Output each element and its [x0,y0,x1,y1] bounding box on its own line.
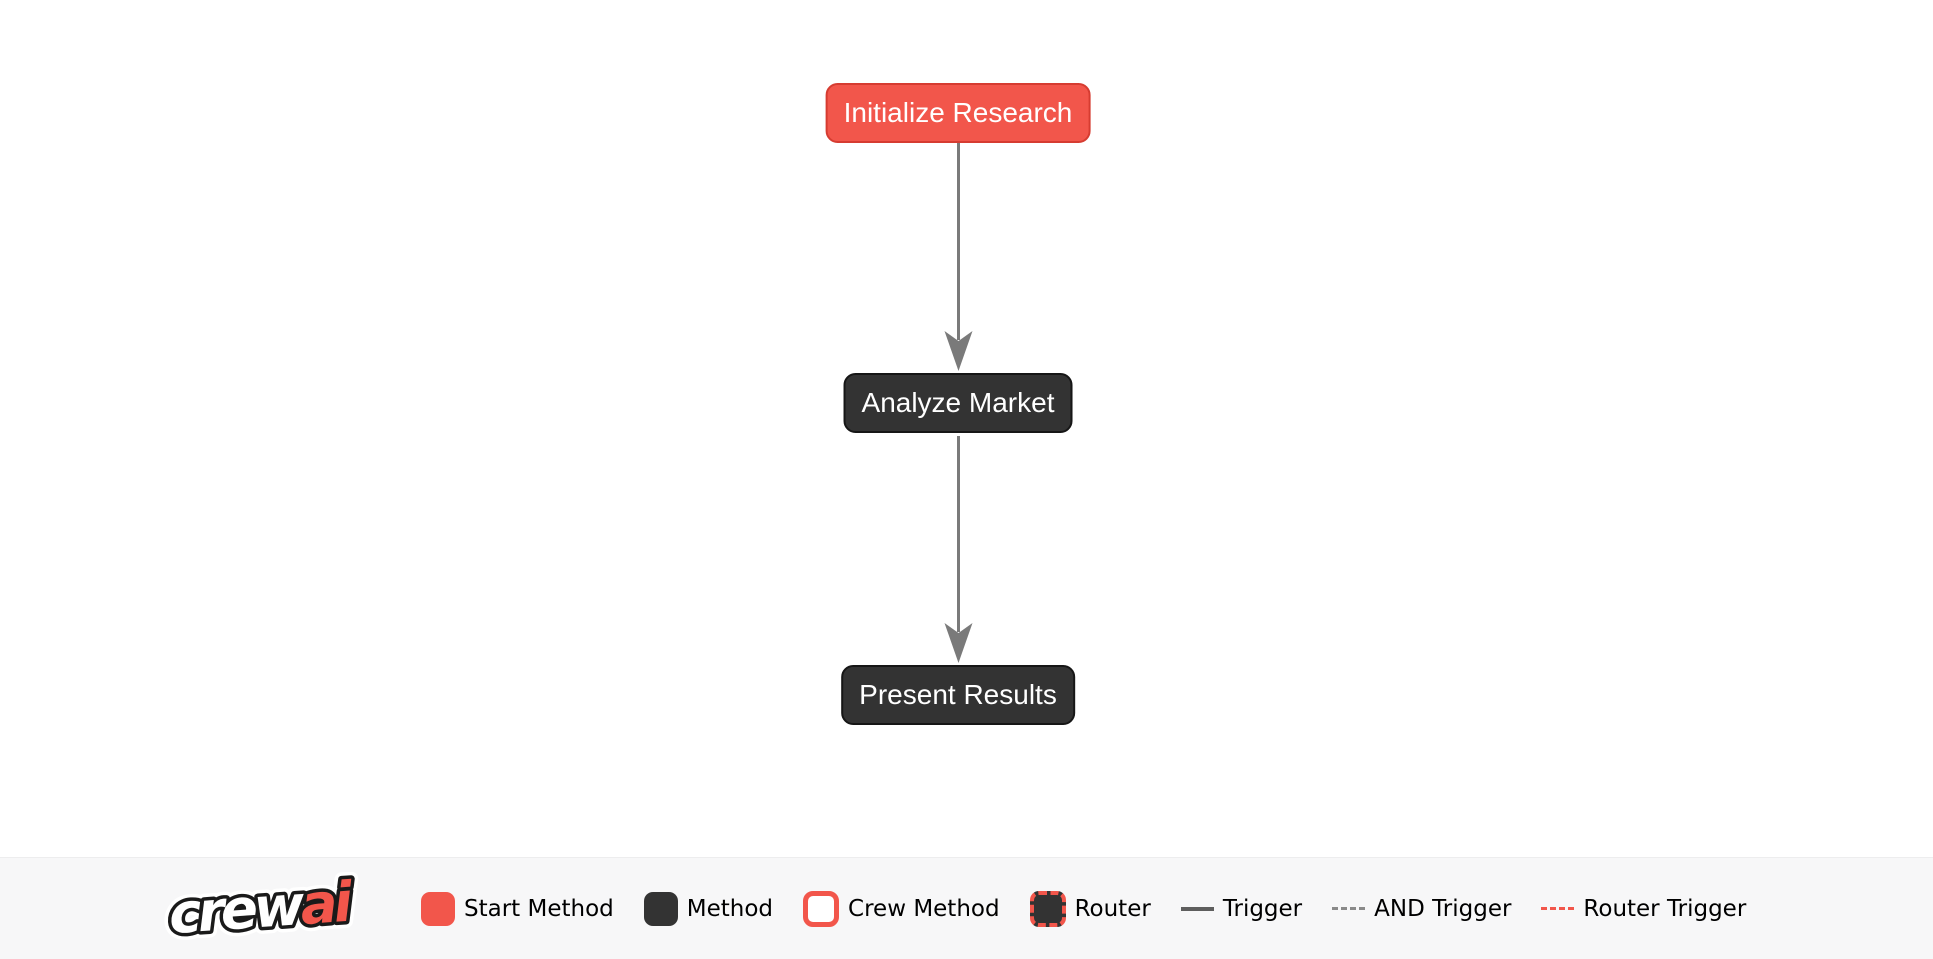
legend-bar: crewai crewai Start Method Method Crew M… [0,857,1933,959]
legend-label: Router Trigger [1583,895,1747,922]
legend-swatch-method-icon [643,891,678,926]
legend-label: Trigger [1222,895,1303,922]
legend-swatch-line-dashed-red-icon [1541,907,1575,910]
arrowhead-down-icon [944,623,973,663]
legend-item-method: Method [643,891,774,926]
legend-item-crew-method: Crew Method [803,890,1000,927]
legend-swatch-line-dashed-icon [1332,907,1366,910]
legend-swatch-start-icon [421,891,455,926]
svg-text:crewai: crewai [167,872,356,946]
legend-swatch-router-icon [1029,890,1066,927]
legend-label: Crew Method [848,895,1000,922]
legend-label: AND Trigger [1374,895,1512,922]
legend-item-router: Router [1029,890,1151,927]
legend-item-trigger: Trigger [1180,895,1303,922]
legend-swatch-line-solid-icon [1180,906,1214,911]
legend-item-start-method: Start Method [421,891,614,926]
flow-node-present-results[interactable]: Present Results [841,665,1075,725]
edge-trigger-1 [944,143,973,371]
legend-label: Router [1074,895,1151,922]
edge-trigger-2 [944,436,973,663]
legend-item-router-trigger: Router Trigger [1541,896,1746,922]
flow-node-analyze-market[interactable]: Analyze Market [843,373,1073,433]
legend-swatch-crew-icon [803,890,840,927]
legend-item-and-trigger: AND Trigger [1332,896,1511,922]
crewai-logo: crewai crewai [163,872,363,946]
legend: Start Method Method Crew Method Router T… [421,890,1746,927]
flow-node-initialize-research[interactable]: Initialize Research [825,83,1091,143]
arrowhead-down-icon [944,331,973,371]
legend-label: Start Method [464,895,614,922]
legend-label: Method [686,895,774,922]
